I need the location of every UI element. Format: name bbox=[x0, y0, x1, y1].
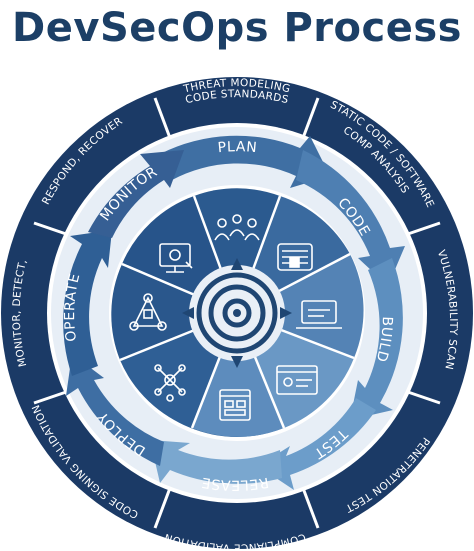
phase-deploy bbox=[66, 354, 164, 466]
outer-monitor-detect: MONITOR, DETECT, bbox=[11, 258, 30, 368]
binary-code-icon bbox=[277, 243, 313, 271]
devsecops-diagram: THREAT MODELING CODE STANDARDS STATIC CO… bbox=[1, 77, 473, 551]
label-operate: OPERATE bbox=[62, 272, 83, 343]
phase-build bbox=[350, 258, 403, 420]
label-release: RELEASE bbox=[200, 474, 270, 493]
page-title: DevSecOps Process bbox=[12, 5, 462, 51]
center-target-icon bbox=[182, 258, 292, 368]
monitor-screen-icon bbox=[159, 243, 193, 273]
phase-monitor bbox=[88, 150, 184, 238]
phase-operate bbox=[63, 230, 112, 376]
outer-threat-line2: CODE STANDARDS bbox=[184, 88, 290, 106]
phase-arrows bbox=[63, 135, 405, 490]
team-icon bbox=[214, 214, 260, 241]
label-plan: PLAN bbox=[217, 139, 258, 156]
phase-release bbox=[150, 440, 282, 484]
operate-triangle-icon bbox=[129, 293, 167, 331]
phase-test bbox=[258, 398, 376, 490]
test-dashboard-icon bbox=[276, 365, 318, 395]
deploy-network-icon bbox=[154, 364, 186, 402]
release-window-icon bbox=[219, 389, 251, 421]
laptop-build-icon bbox=[296, 300, 342, 329]
phase-code bbox=[296, 150, 405, 286]
phase-plan bbox=[160, 135, 330, 188]
